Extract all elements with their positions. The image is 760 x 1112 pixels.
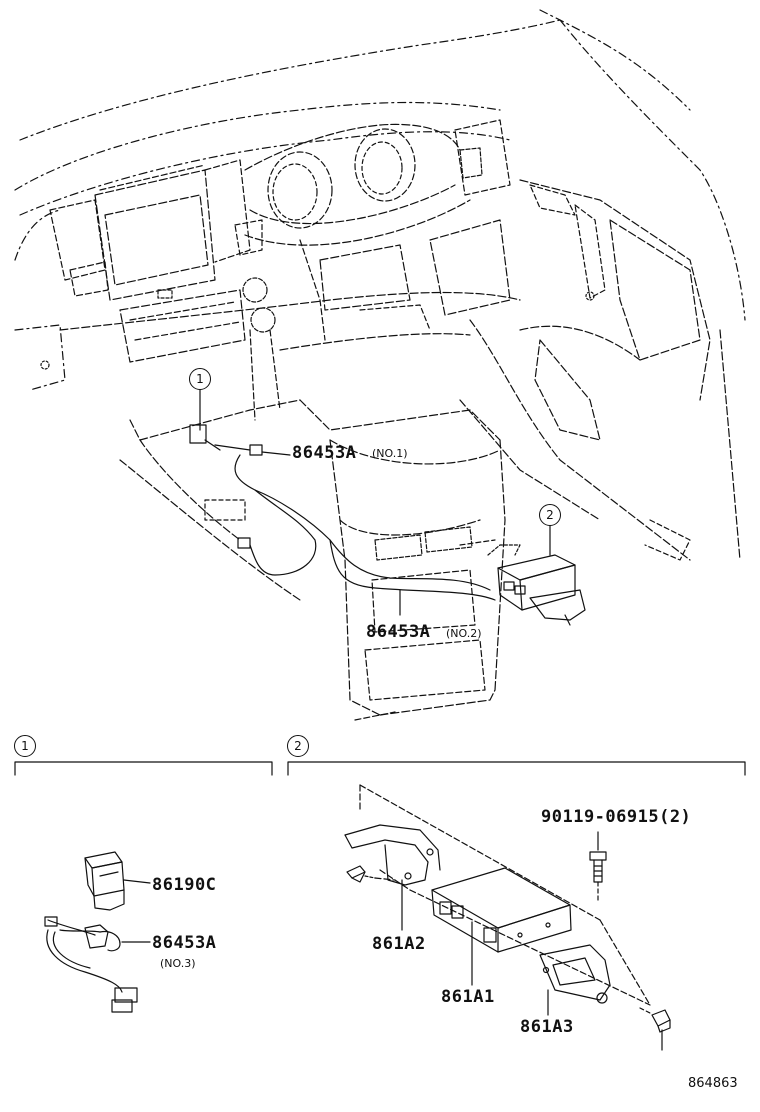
screw-left-drawing <box>346 865 396 883</box>
bracket-861a3-drawing <box>539 944 611 1016</box>
section-brackets <box>14 761 746 776</box>
callout-1-section: 1 <box>14 735 36 757</box>
label-861a3: 861A3 <box>520 1017 574 1037</box>
callout-2-overview: 2 <box>539 504 561 526</box>
label-90119-06915: 90119-06915(2) <box>541 807 692 827</box>
illustration-code: 864863 <box>688 1076 738 1091</box>
harness-86453a-no3-drawing <box>44 916 151 1013</box>
bracket-861a2-drawing <box>344 824 441 931</box>
note-no3: (NO.3) <box>160 957 196 970</box>
exploded-view-drawing <box>344 784 671 1051</box>
label-86453a-no1: 86453A <box>292 443 357 463</box>
switch-86190c-drawing <box>84 851 151 911</box>
callout-1-overview: 1 <box>189 368 211 390</box>
label-86190c: 86190C <box>152 875 217 895</box>
label-86453a-no2: 86453A <box>366 622 431 642</box>
computer-unit-overview <box>459 539 586 626</box>
bolt-90119-06915-drawing <box>589 831 607 901</box>
computer-861a1-drawing <box>431 867 572 986</box>
note-no2: (NO.2) <box>446 627 482 640</box>
bolt-lower-drawing <box>639 1007 671 1051</box>
note-no1: (NO.1) <box>372 447 408 460</box>
label-861a1: 861A1 <box>441 987 495 1007</box>
dashboard-drawing <box>14 9 746 721</box>
label-86453a-no3: 86453A <box>152 933 217 953</box>
label-861a2: 861A2 <box>372 934 426 954</box>
callout-2-section: 2 <box>287 735 309 757</box>
